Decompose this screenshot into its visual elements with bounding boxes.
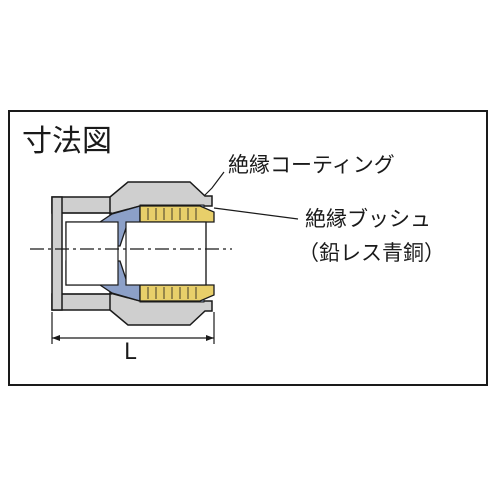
arrow-left bbox=[52, 335, 60, 341]
dimension-l bbox=[51, 312, 215, 344]
callout-bushing-material-label: （鉛レス青銅） bbox=[298, 241, 445, 265]
callout-bushing-label: 絶縁ブッシュ bbox=[305, 207, 431, 231]
arrow-right bbox=[206, 335, 214, 341]
dimension-l-label: L bbox=[124, 340, 137, 365]
drawing-title: 寸法図 bbox=[22, 124, 112, 159]
bushing-bore bbox=[125, 221, 207, 286]
insulation-bushing bbox=[139, 205, 215, 302]
socket-left-face bbox=[51, 196, 63, 311]
socket-bore bbox=[65, 221, 119, 286]
leader-bushing bbox=[213, 207, 299, 220]
bushing-lower bbox=[139, 284, 215, 302]
bushing-upper bbox=[139, 205, 215, 223]
callout-coating-label: 絶縁コーティング bbox=[228, 153, 395, 177]
leader-coating bbox=[203, 171, 225, 197]
thread-marks bbox=[147, 208, 197, 299]
